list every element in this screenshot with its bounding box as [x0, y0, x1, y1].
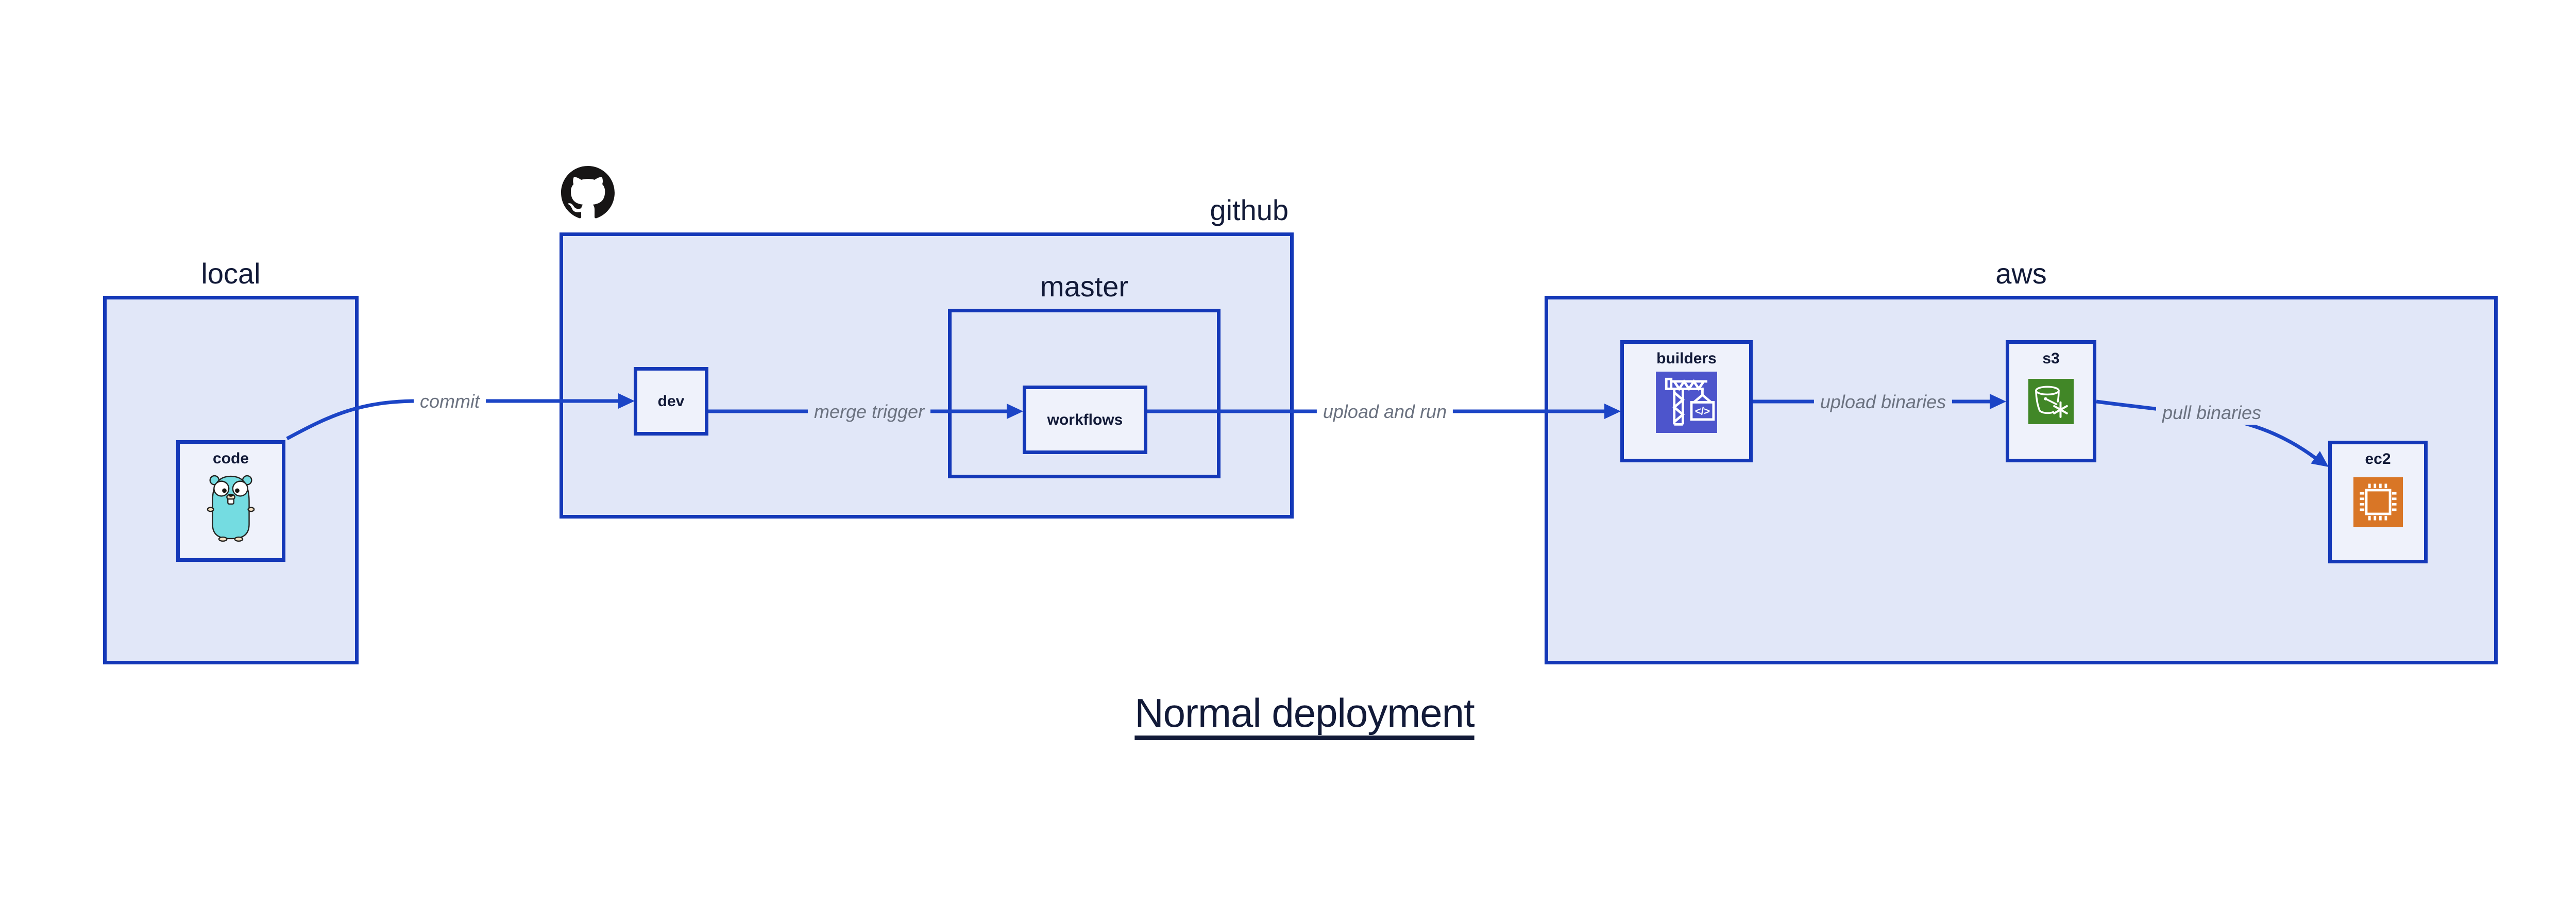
edge-commit-arrowhead: [618, 393, 635, 409]
aws-codebuild-crane-icon: </>: [1656, 372, 1717, 433]
node-code-label: code: [212, 450, 249, 467]
node-builders-label: builders: [1656, 350, 1717, 367]
s3-bucket-snowflake-icon: [2028, 379, 2074, 424]
container-label-aws: aws: [1995, 257, 2047, 290]
edge-pull-binaries-arrowhead: [2311, 451, 2329, 467]
edge-upload-and-run-arrowhead: [1604, 404, 1621, 419]
container-label-local: local: [201, 257, 261, 290]
edge-label-upload-and-run: upload and run: [1316, 400, 1453, 424]
container-label-github: github: [1210, 194, 1289, 226]
edge-label-commit: commit: [414, 390, 486, 413]
node-ec2: ec2: [2328, 441, 2428, 563]
edge-merge-trigger-arrowhead: [1007, 404, 1023, 419]
go-gopher-icon: [206, 473, 256, 542]
node-code: code: [176, 440, 285, 562]
edge-label-pull-binaries: pull binaries: [2156, 401, 2268, 425]
node-ec2-label: ec2: [2365, 450, 2391, 467]
node-builders: builders </>: [1620, 340, 1753, 462]
edge-label-upload-binaries: upload binaries: [1814, 390, 1953, 414]
codebuild-code-glyph: </>: [1695, 406, 1710, 417]
github-octocat-icon: [561, 166, 615, 219]
edge-upload-binaries-arrowhead: [1990, 394, 2006, 409]
node-dev: dev: [634, 367, 708, 436]
node-s3-label: s3: [2042, 350, 2060, 367]
diagram-title: Normal deployment: [1134, 690, 1475, 736]
node-s3: s3: [2006, 340, 2096, 462]
node-dev-label: dev: [657, 392, 685, 410]
container-label-master: master: [1040, 270, 1129, 303]
edge-label-merge-trigger: merge trigger: [807, 400, 931, 424]
node-workflows-label: workflows: [1047, 411, 1123, 428]
ec2-chip-icon: [2353, 477, 2403, 527]
node-workflows: workflows: [1023, 386, 1147, 454]
edge-commit-line: [286, 399, 619, 441]
